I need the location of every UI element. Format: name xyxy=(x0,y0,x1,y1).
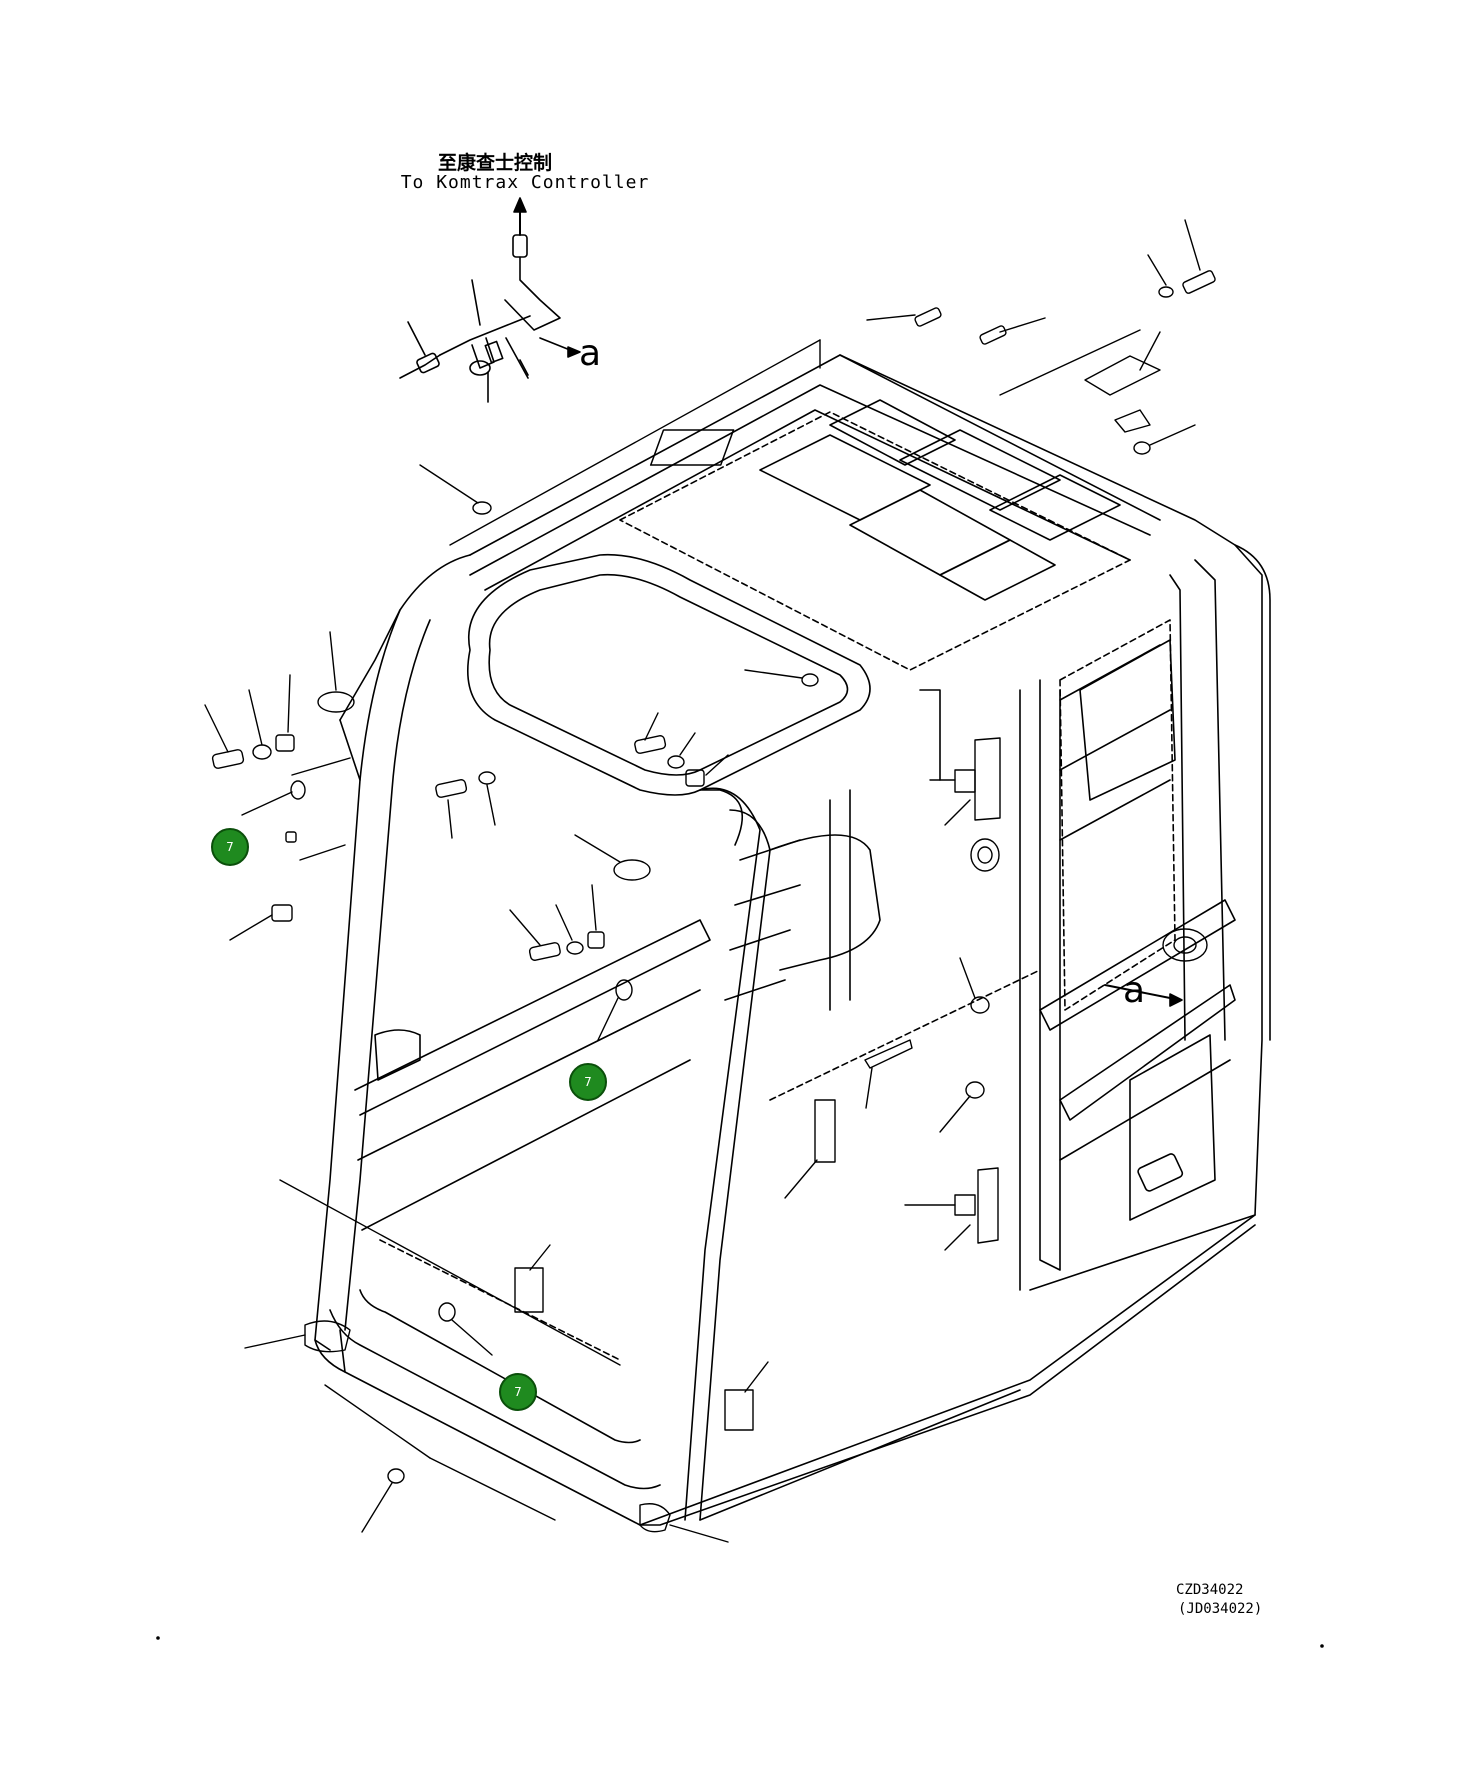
destination-label-en: To Komtrax Controller xyxy=(400,172,650,193)
destination-label-cn: 至康查士控制 xyxy=(437,152,552,174)
komtrax-antenna-assembly xyxy=(399,197,581,403)
view-ref-arrows xyxy=(1104,984,1183,1007)
view-ref-label-top: a xyxy=(579,333,602,374)
speck xyxy=(1320,1644,1324,1648)
drawing-code-alt: (JD034022) xyxy=(1178,1601,1263,1617)
speck xyxy=(156,1636,160,1640)
view-ref-label-right: a xyxy=(1123,970,1146,1011)
cab-frame xyxy=(314,354,1271,1526)
part-callout[interactable]: 7 xyxy=(499,1373,537,1411)
part-callout[interactable]: 7 xyxy=(569,1063,607,1101)
part-callout[interactable]: 7 xyxy=(211,828,249,866)
drawing-code: CZD34022 xyxy=(1176,1582,1244,1598)
fasteners xyxy=(204,219,1216,1543)
